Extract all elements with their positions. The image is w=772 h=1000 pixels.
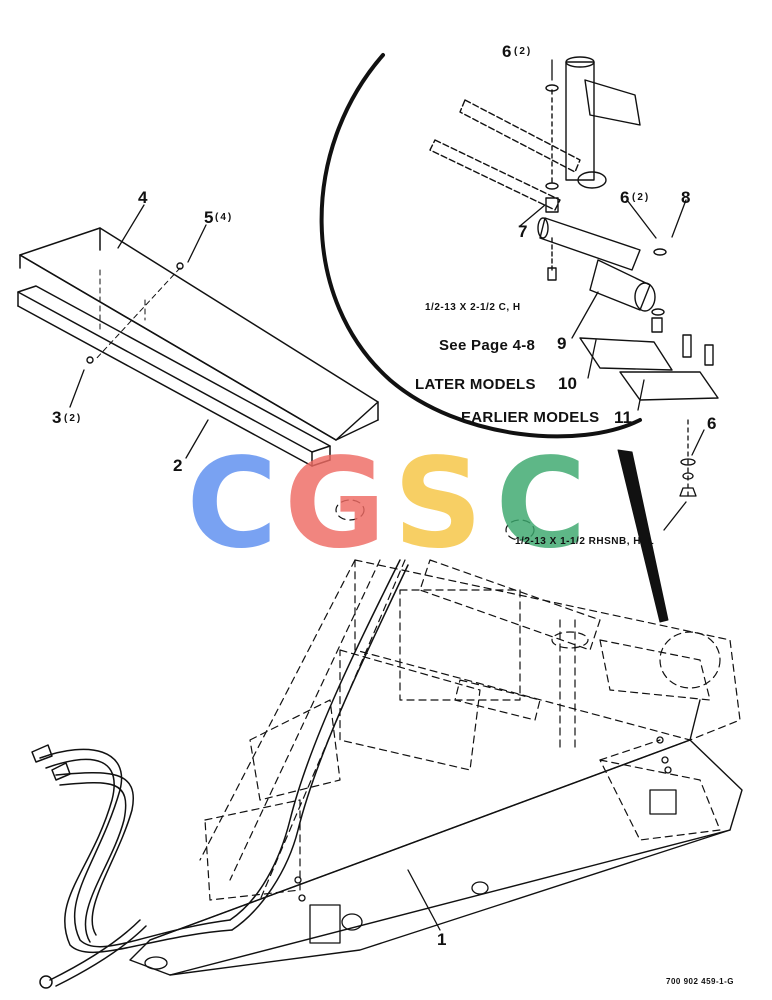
detail-pointer [617, 449, 669, 623]
detail-circle [319, 53, 642, 439]
callout-6-top-qty: (2) [514, 46, 533, 57]
callout-7: 7 [518, 222, 528, 241]
callout-3: 3 [52, 408, 62, 427]
bolt-spec-upper: 1/2-13 X 2-1/2 C, H [425, 302, 521, 313]
bolt-spec-lower: 1/2-13 X 1-1/2 RHSNB, H, L [515, 536, 655, 547]
watermark-letter-s: S [393, 448, 482, 558]
callout-6-mid-qty: (2) [632, 192, 651, 203]
shield [19, 227, 379, 441]
callout-8: 8 [681, 188, 691, 207]
callout-2: 2 [173, 456, 183, 475]
callout-6-mid: 6 [620, 188, 630, 207]
callout-9: 9 [557, 334, 567, 353]
callout-6-low: 6 [707, 414, 717, 433]
watermark-letter-g: G [284, 448, 386, 558]
callout-5: 5 [204, 208, 214, 227]
callout-10: 10 [558, 374, 577, 393]
callout-5-qty: (4) [215, 212, 234, 223]
hitch-frame [129, 699, 743, 976]
callout-11: 11 [614, 408, 632, 427]
hydraulic-hoses [31, 559, 409, 989]
earlier-models-label: EARLIER MODELS [461, 409, 600, 426]
watermark-letter-c1: C [186, 448, 277, 558]
later-models-label: LATER MODELS [415, 376, 536, 393]
callout-1: 1 [437, 930, 447, 949]
support-bar [17, 285, 331, 467]
callout-4: 4 [138, 188, 148, 207]
detail-hardware [429, 56, 719, 401]
see-page-note: See Page 4-8 [439, 337, 536, 354]
watermark-letter-c2: C [495, 448, 586, 558]
callout-3-qty: (2) [64, 413, 83, 424]
callout-6-top: 6 [502, 42, 512, 61]
drawing-part-number: 700 902 459-1-G [666, 977, 734, 986]
